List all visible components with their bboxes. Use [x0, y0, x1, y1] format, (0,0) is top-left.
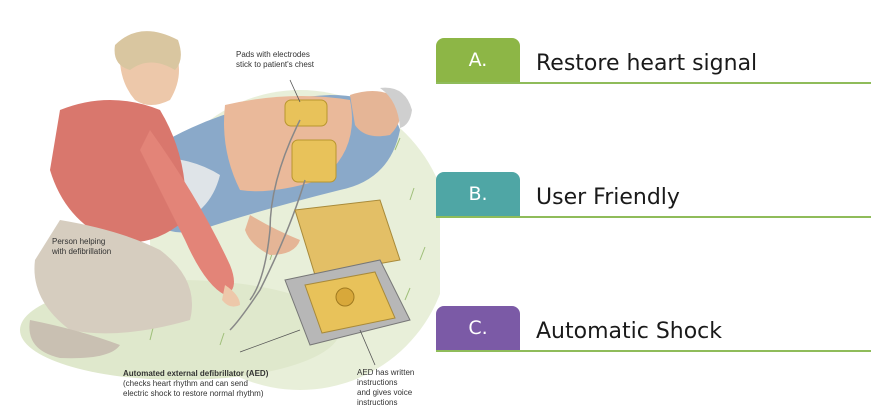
aed-caption-line: (checks heart rhythm and can send	[123, 379, 343, 389]
option-b-label: User Friendly	[536, 185, 680, 210]
option-b: B. User Friendly	[436, 170, 871, 218]
voice-caption-line: instructions	[357, 398, 447, 408]
voice-caption: AED has written instructions and gives v…	[357, 368, 447, 408]
option-b-tab: B.	[436, 172, 520, 216]
person-caption-line: Person helping	[52, 237, 162, 247]
option-a-label: Restore heart signal	[536, 51, 757, 76]
voice-caption-line: AED has written	[357, 368, 447, 378]
person-caption-line: with defibrillation	[52, 247, 162, 257]
aed-illustration	[0, 0, 440, 416]
voice-caption-line: and gives voice	[357, 388, 447, 398]
option-a: A. Restore heart signal	[436, 36, 871, 84]
upper-electrode-pad	[285, 100, 327, 126]
lower-electrode-pad	[292, 140, 336, 182]
voice-caption-line: instructions	[357, 378, 447, 388]
aed-caption: Automated external defibrillator (AED) (…	[123, 369, 343, 399]
option-c: C. Automatic Shock	[436, 304, 871, 352]
pads-caption: Pads with electrodes stick to patient's …	[236, 50, 356, 70]
option-a-underline	[436, 82, 871, 84]
pads-caption-line: stick to patient's chest	[236, 60, 356, 70]
option-a-tab: A.	[436, 38, 520, 82]
option-b-underline	[436, 216, 871, 218]
option-c-tab: C.	[436, 306, 520, 350]
aed-caption-line: electric shock to restore normal rhythm)	[123, 389, 343, 399]
pads-caption-line: Pads with electrodes	[236, 50, 356, 60]
person-caption: Person helping with defibrillation	[52, 237, 162, 257]
aed-shock-button	[336, 288, 354, 306]
aed-caption-title: Automated external defibrillator (AED)	[123, 369, 343, 379]
option-c-underline	[436, 350, 871, 352]
option-c-label: Automatic Shock	[536, 319, 722, 344]
